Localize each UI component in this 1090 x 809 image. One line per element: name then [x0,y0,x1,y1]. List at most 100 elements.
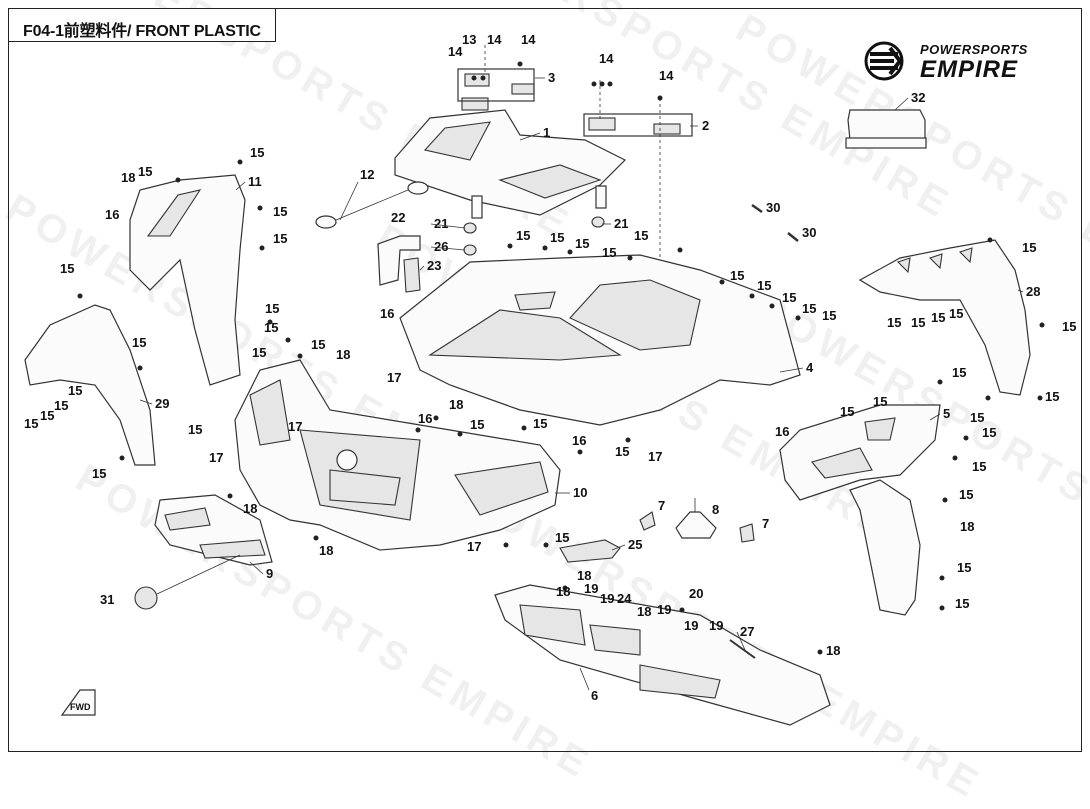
callout-17: 17 [288,419,302,434]
callout-15: 15 [138,164,152,179]
callout-18: 18 [556,584,570,599]
callout-15: 15 [615,444,629,459]
callout-26: 26 [434,239,448,254]
callout-15: 15 [273,231,287,246]
callout-19: 19 [709,618,723,633]
callout-15: 15 [311,337,325,352]
callout-15: 15 [970,410,984,425]
callout-1: 1 [543,125,550,140]
callout-15: 15 [634,228,648,243]
callout-15: 15 [972,459,986,474]
callout-4: 4 [806,360,814,375]
diagram-frame [8,8,1082,752]
callout-20: 20 [689,586,703,601]
callout-15: 15 [188,422,202,437]
logo-text-bottom: EMPIRE [920,56,1019,83]
callout-15: 15 [822,308,836,323]
callout-16: 16 [572,433,586,448]
callout-15: 15 [40,408,54,423]
callout-17: 17 [387,370,401,385]
brand-logo: POWERSPORTS EMPIRE [860,40,1060,84]
callout-15: 15 [1062,319,1076,334]
callout-31: 31 [100,592,114,607]
callout-16: 16 [105,207,119,222]
callout-32: 32 [911,90,925,105]
callout-24: 24 [617,591,632,606]
callout-15: 15 [533,416,547,431]
callout-18: 18 [121,170,135,185]
callout-18: 18 [577,568,591,583]
callout-15: 15 [516,228,530,243]
callout-21: 21 [614,216,628,231]
callout-19: 19 [584,581,598,596]
logo-emblem-icon [864,41,904,81]
callout-3: 3 [548,70,555,85]
callout-17: 17 [648,449,662,464]
part-32 [847,109,926,141]
part-cap [134,586,158,610]
callout-14: 14 [599,51,614,66]
callout-15: 15 [757,278,771,293]
callout-15: 15 [54,398,68,413]
callout-23: 23 [427,258,441,273]
callout-15: 15 [250,145,264,160]
callout-12: 12 [360,167,374,182]
fwd-arrow-icon [60,689,96,716]
callout-9: 9 [266,566,273,581]
callout-15: 15 [782,290,796,305]
callout-16: 16 [418,411,432,426]
callout-15: 15 [911,315,925,330]
callout-30: 30 [766,200,780,215]
callout-6: 6 [591,688,598,703]
part-left-wheel-arch [24,304,156,466]
callout-28: 28 [1026,284,1040,299]
callout-19: 19 [684,618,698,633]
callout-13: 13 [462,32,476,47]
callout-15: 15 [730,268,744,283]
callout-19: 19 [657,602,671,617]
callout-15: 15 [952,365,966,380]
callout-15: 15 [132,335,146,350]
callout-18: 18 [960,519,974,534]
callout-14: 14 [521,32,536,47]
callout-15: 15 [840,404,854,419]
part-right-upper-fender [858,239,1031,396]
callout-17: 17 [467,539,481,554]
callout-15: 15 [470,417,484,432]
callout-15: 15 [955,596,969,611]
callout-18: 18 [826,643,840,658]
callout-10: 10 [573,485,587,500]
callout-18: 18 [336,347,350,362]
callout-18: 18 [637,604,651,619]
callout-15: 15 [24,416,38,431]
callout-29: 29 [155,396,169,411]
callout-15: 15 [252,345,266,360]
callout-15: 15 [1022,240,1036,255]
callout-30: 30 [802,225,816,240]
page-title: F04-1前塑料件/ FRONT PLASTIC [23,23,261,40]
callout-21: 21 [434,216,448,231]
callout-2: 2 [702,118,709,133]
callout-15: 15 [1045,389,1059,404]
callout-15: 15 [68,383,82,398]
part-funnel [675,511,717,539]
callout-14: 14 [487,32,502,47]
callout-15: 15 [575,236,589,251]
callout-18: 18 [449,397,463,412]
fwd-label: FWD [70,702,91,712]
logo-text-top: POWERSPORTS [920,42,1028,57]
callout-25: 25 [628,537,642,552]
callout-15: 15 [959,487,973,502]
callout-18: 18 [319,543,333,558]
callout-7: 7 [658,498,665,513]
callout-15: 15 [92,466,106,481]
callout-27: 27 [740,624,754,639]
callout-11: 11 [248,174,262,189]
callout-15: 15 [802,301,816,316]
callout-17: 17 [209,450,223,465]
callout-22: 22 [391,210,405,225]
callout-15: 15 [265,301,279,316]
callout-15: 15 [264,320,278,335]
callout-8: 8 [712,502,719,517]
callout-14: 14 [448,44,463,59]
